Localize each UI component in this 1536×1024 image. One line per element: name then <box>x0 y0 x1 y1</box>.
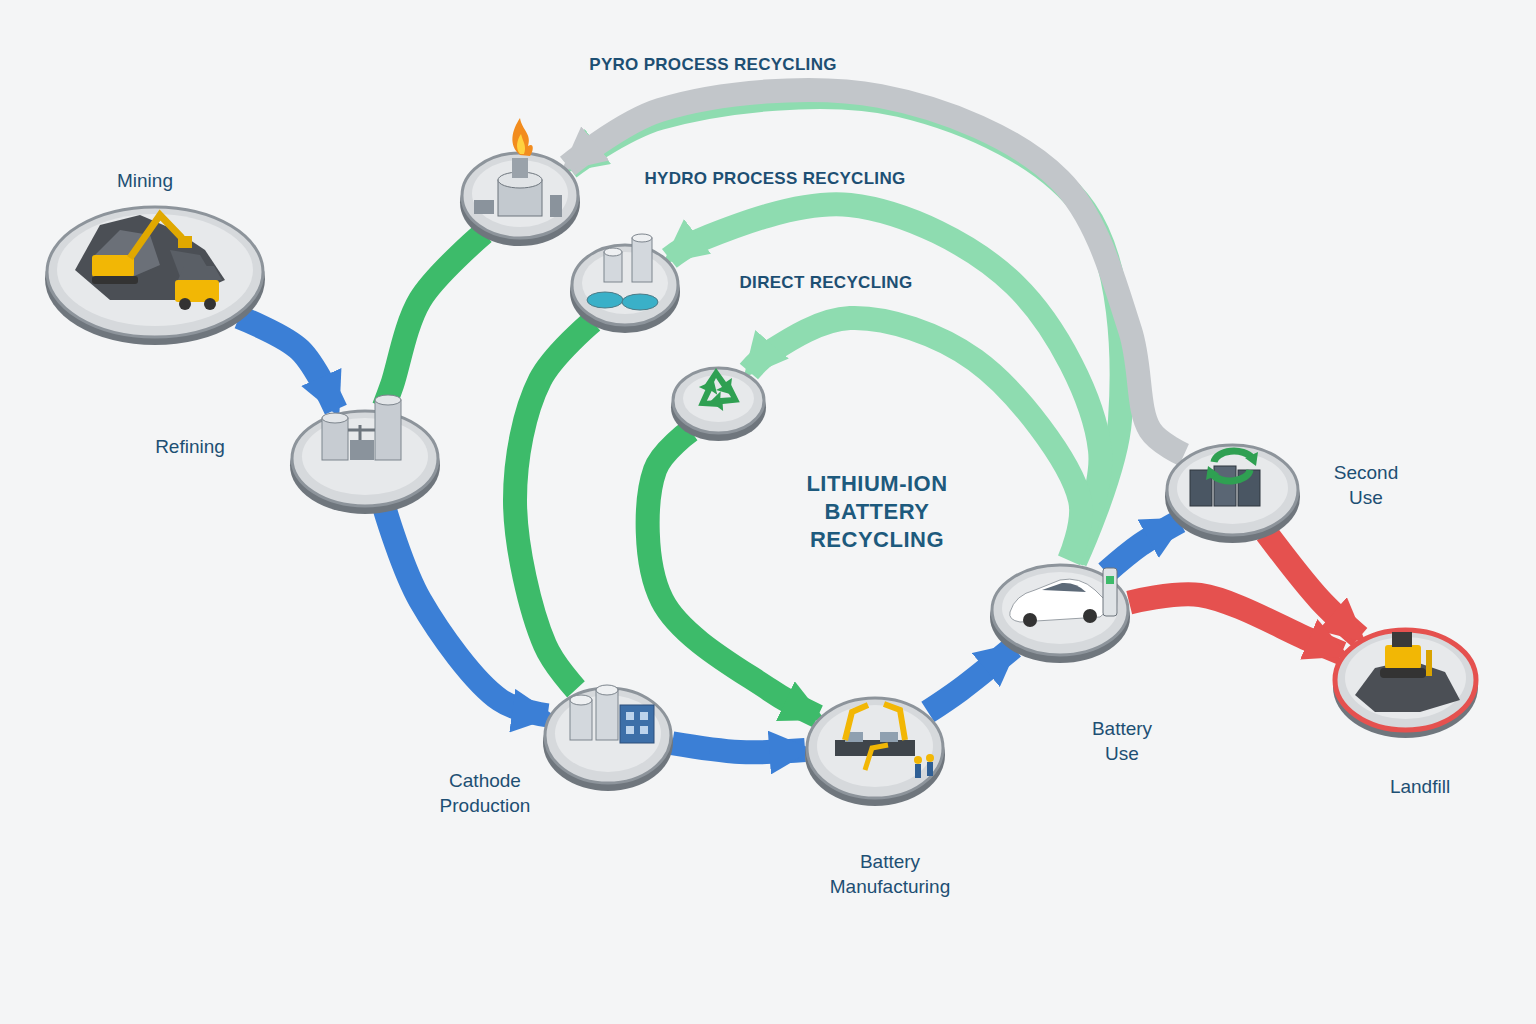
flow-arrow <box>1106 521 1179 572</box>
node-label: Landfill <box>1360 774 1480 799</box>
disk-top <box>462 153 578 238</box>
disk-highlight <box>582 252 668 314</box>
node-label: Cathode Production <box>425 768 545 818</box>
disk-top <box>47 207 263 337</box>
flow-arrow <box>928 647 1014 712</box>
node-label: Battery Manufacturing <box>815 849 965 899</box>
disk-highlight <box>1002 572 1118 644</box>
disk-highlight <box>1177 452 1288 524</box>
flow-arrow <box>1129 594 1341 653</box>
cathode-node: Cathode Production <box>543 683 673 788</box>
second-use-node: Second Use <box>1165 440 1300 540</box>
battery-use-node: Battery Use <box>990 560 1130 660</box>
node-label: Refining <box>130 434 250 459</box>
landfill-node: Landfill <box>1333 625 1478 735</box>
disk-outline <box>45 202 265 342</box>
disk-top <box>807 698 943 798</box>
disk-outline <box>543 683 673 788</box>
disk-top <box>292 411 438 506</box>
node-label: Second Use <box>1326 460 1406 510</box>
disk-outline <box>805 693 945 803</box>
flow-arrow <box>672 743 805 752</box>
furnace-icon-part <box>517 134 525 154</box>
disk-highlight <box>302 418 428 495</box>
disk-top <box>1167 445 1298 535</box>
refinery-icon-part <box>375 395 401 405</box>
disk-highlight <box>555 695 661 772</box>
flow-arrow <box>749 318 1081 560</box>
disk-outline <box>1333 625 1478 735</box>
furnace-icon-part <box>512 118 532 156</box>
manufacturing-node: Battery Manufacturing <box>805 693 945 803</box>
disk-highlight <box>1345 637 1466 719</box>
disk-top <box>992 565 1128 655</box>
disk-outline <box>990 560 1130 660</box>
refining-node: Refining <box>290 406 440 511</box>
disk-outline <box>290 406 440 511</box>
flow-arrow <box>648 431 818 717</box>
disk-outline <box>460 148 580 243</box>
disk-top <box>572 245 678 325</box>
node-label: PYRO PROCESS RECYCLING <box>589 52 836 77</box>
flow-arrow <box>515 321 593 689</box>
disk-top <box>673 368 764 433</box>
hydro-plant-icon-part <box>632 234 652 242</box>
node-label: Battery Use <box>1082 716 1162 766</box>
node-label: Mining <box>85 168 205 193</box>
recycling-node: DIRECT RECYCLING <box>671 363 766 438</box>
disk-outline <box>671 363 766 438</box>
disk-top <box>545 688 671 783</box>
disk-highlight <box>57 214 253 326</box>
node-label: DIRECT RECYCLING <box>740 270 913 295</box>
flow-arrow <box>384 233 484 407</box>
disk-highlight <box>472 160 568 227</box>
flow-arrow <box>669 204 1100 561</box>
disk-top <box>1335 630 1476 730</box>
flow-arrow <box>568 90 1184 455</box>
diagram-title: LITHIUM-ION BATTERY RECYCLING <box>767 470 987 554</box>
disk-highlight <box>817 705 933 787</box>
disk-outline <box>1165 440 1300 540</box>
flow-arrow <box>385 509 548 716</box>
disk-highlight <box>683 375 754 422</box>
mining-node: Mining <box>45 202 265 342</box>
node-label: HYDRO PROCESS RECYCLING <box>645 166 906 191</box>
recycling-node: PYRO PROCESS RECYCLING <box>460 148 580 243</box>
flow-arrow <box>239 317 336 409</box>
recycling-node: HYDRO PROCESS RECYCLING <box>570 240 680 330</box>
disk-outline <box>570 240 680 330</box>
